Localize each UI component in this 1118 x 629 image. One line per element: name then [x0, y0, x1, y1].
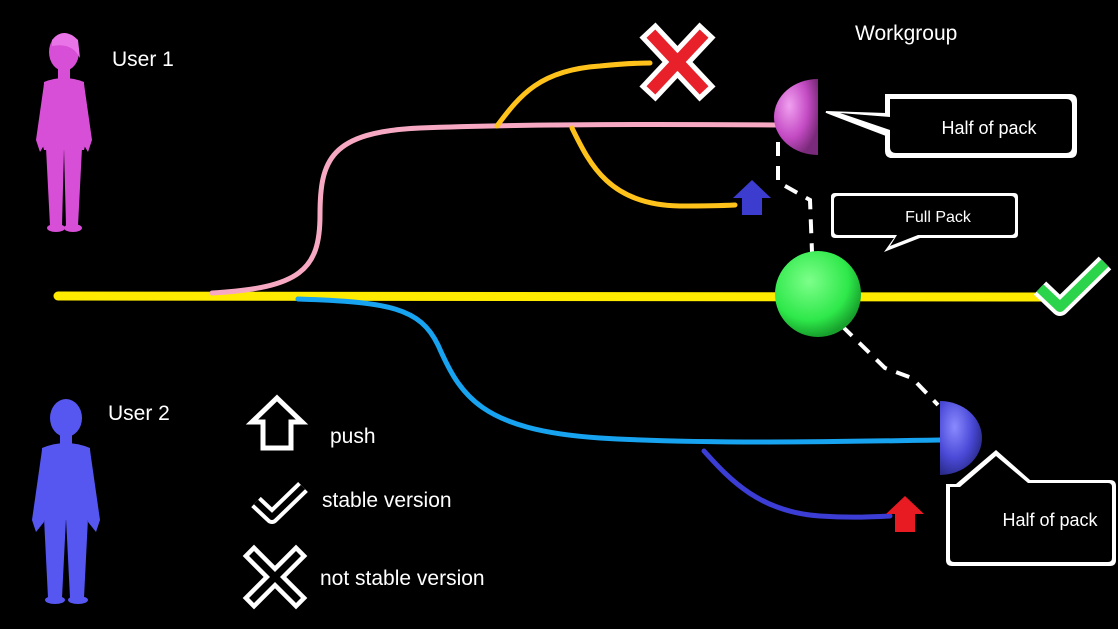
legend: push stable version not stable version — [242, 394, 485, 610]
bottom-half-pack — [940, 401, 982, 475]
callout-top-half: Half of pack — [825, 94, 1077, 158]
callout-top-label: Half of pack — [941, 118, 1037, 138]
user2-push-branch — [701, 448, 893, 520]
user1-push-branch — [569, 125, 738, 209]
callout-full-pack: Full Pack — [831, 193, 1018, 252]
full-to-bottom-half-link — [840, 324, 940, 407]
user2-branch-line — [295, 296, 945, 445]
user1-label: User 1 — [112, 48, 174, 71]
not-stable-x-icon — [639, 22, 716, 102]
legend-not-stable-label: not stable version — [320, 567, 485, 590]
legend-push-label: push — [330, 425, 376, 448]
workgroup-label: Workgroup — [855, 22, 957, 45]
legend-not-stable-icon — [242, 544, 308, 610]
callout-bottom-half: Half of pack — [946, 450, 1116, 566]
user2-avatar — [32, 399, 100, 604]
callout-full-label: Full Pack — [905, 209, 972, 226]
top-half-pack — [774, 79, 818, 155]
callout-bottom-label: Half of pack — [1002, 510, 1098, 530]
top-half-to-full-link — [776, 142, 814, 253]
legend-stable-label: stable version — [322, 489, 452, 512]
user1-branch-line — [209, 121, 781, 296]
user2-label: User 2 — [108, 402, 170, 425]
user1-avatar — [36, 33, 92, 232]
user1-failed-branch — [494, 60, 653, 129]
legend-push-icon — [245, 394, 309, 451]
push-arrow-icon-top — [733, 180, 771, 215]
push-arrow-icon-bottom — [886, 496, 924, 532]
main-branch-line — [53, 291, 1055, 302]
full-pack-sphere — [775, 251, 861, 337]
